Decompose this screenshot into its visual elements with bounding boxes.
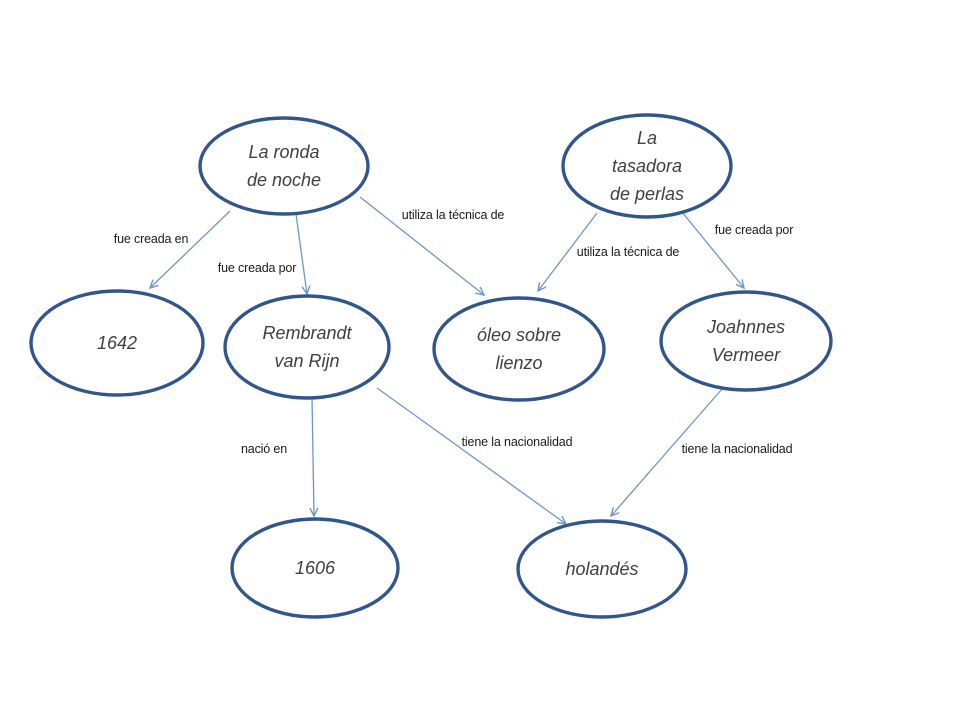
edge-label-joahnnes-vermeer-to-holandes: tiene la nacionalidad [681, 442, 793, 456]
node-rembrandt-van-rijn-shape [223, 294, 391, 400]
node-1642-label: 1642 [96, 333, 138, 353]
node-joahnnes-vermeer-shape [659, 290, 833, 392]
edge-label-la-tasadora-de-perlas-to-joahnnes-vermeer: fue creada por [714, 223, 794, 237]
edge-label-la-ronda-de-noche-to-rembrandt-van-rijn: fue creada por [217, 261, 297, 275]
node-rembrandt-van-rijn-label: Rembrandt van Rijn [262, 323, 352, 371]
edge-la-ronda-de-noche-to-oleo-sobre-lienzo [359, 196, 486, 296]
edge-rembrandt-van-rijn-to-1606 [309, 397, 319, 518]
edge-la-ronda-de-noche-to-rembrandt-van-rijn [295, 213, 311, 296]
node-la-ronda-de-noche-shape [198, 116, 370, 216]
edge-label-la-tasadora-de-perlas-to-oleo-sobre-lienzo: utiliza la técnica de [576, 245, 680, 259]
edge-layer [148, 196, 745, 525]
edge-la-ronda-de-noche-to-1642 [148, 210, 231, 290]
edge-label-la-ronda-de-noche-to-1642: fue creada en [113, 232, 189, 246]
node-oleo-sobre-lienzo-shape [432, 296, 606, 402]
node-1606-shape [230, 517, 400, 619]
node-joahnnes-vermeer-label: Joahnnes Vermeer [706, 317, 786, 365]
edge-la-tasadora-de-perlas-to-joahnnes-vermeer [681, 211, 745, 290]
edge-label-rembrandt-van-rijn-to-1606: nació en [240, 442, 288, 456]
node-holandes-shape [516, 519, 688, 619]
edge-la-tasadora-de-perlas-to-oleo-sobre-lienzo [537, 212, 598, 293]
edge-rembrandt-van-rijn-to-holandes [376, 387, 568, 525]
node-holandes-label: holandés [565, 559, 639, 579]
node-layer [29, 113, 833, 619]
node-la-tasadora-de-perlas-label: La tasadora de perlas [609, 128, 685, 204]
edge-joahnnes-vermeer-to-holandes [609, 388, 723, 518]
node-la-tasadora-de-perlas-shape [561, 113, 733, 219]
edge-label-la-ronda-de-noche-to-oleo-sobre-lienzo: utiliza la técnica de [401, 208, 505, 222]
node-1606-label: 1606 [294, 558, 336, 578]
edge-label-rembrandt-van-rijn-to-holandes: tiene la nacionalidad [461, 435, 573, 449]
node-1642-shape [29, 289, 205, 397]
node-la-ronda-de-noche-label: La ronda de noche [246, 142, 322, 190]
node-oleo-sobre-lienzo-label: óleo sobre lienzo [476, 325, 562, 373]
